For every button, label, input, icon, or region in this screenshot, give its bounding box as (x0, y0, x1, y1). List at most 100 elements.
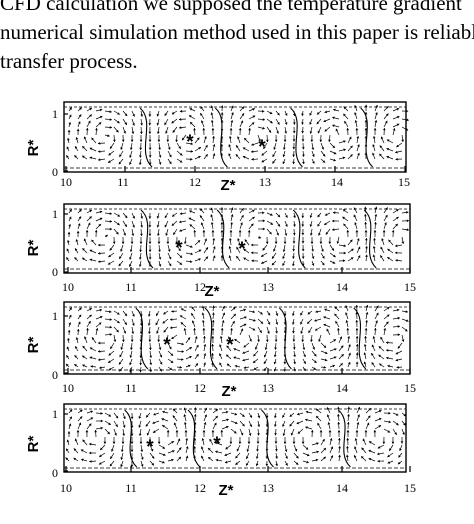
velocity-arrowhead (395, 251, 398, 255)
velocity-arrowhead (312, 154, 315, 157)
velocity-arrowhead (193, 446, 197, 449)
velocity-arrowhead (365, 312, 369, 315)
velocity-arrowhead (171, 310, 174, 313)
velocity-arrowhead (179, 118, 182, 121)
velocity-arrowhead (379, 363, 382, 366)
velocity-arrowhead (301, 147, 305, 150)
velocity-arrowhead (89, 308, 92, 311)
velocity-arrowhead (121, 139, 125, 142)
velocity-arrowhead (262, 227, 265, 231)
velocity-arrowhead (179, 212, 183, 215)
velocity-arrowhead (405, 128, 409, 131)
velocity-arrowhead (244, 239, 248, 242)
velocity-arrowhead (396, 308, 400, 312)
velocity-arrowhead (108, 254, 111, 258)
velocity-arrowhead (272, 160, 275, 164)
velocity-arrowhead (240, 432, 244, 436)
velocity-arrowhead (200, 208, 203, 212)
velocity-arrowhead (120, 249, 123, 252)
velocity-arrowhead (138, 416, 142, 419)
velocity-arrowhead (171, 120, 175, 124)
velocity-arrowhead (337, 438, 341, 441)
x-tick-label: 10 (60, 175, 72, 189)
velocity-arrowhead (229, 441, 233, 444)
velocity-arrowhead (292, 322, 295, 325)
velocity-arrowhead (263, 354, 267, 358)
velocity-arrowhead (140, 225, 143, 228)
velocity-arrowhead (148, 241, 152, 244)
velocity-arrowhead (85, 230, 89, 233)
velocity-arrowhead (300, 312, 303, 316)
velocity-arrowhead (255, 456, 259, 459)
velocity-arrowhead (100, 412, 103, 415)
velocity-arrowhead (333, 356, 337, 359)
velocity-arrowhead (230, 214, 234, 217)
velocity-arrowhead (191, 320, 195, 324)
velocity-arrowhead (211, 128, 215, 131)
velocity-arrowhead (380, 336, 383, 340)
velocity-arrowhead (86, 328, 89, 331)
velocity-arrowhead (242, 155, 246, 159)
y-tick-label: 0 (52, 265, 58, 279)
velocity-arrowhead (325, 351, 328, 355)
velocity-arrowhead (337, 414, 340, 417)
velocity-arrowhead (183, 414, 187, 417)
velocity-arrowhead (242, 351, 245, 354)
velocity-arrowhead (118, 161, 122, 165)
velocity-arrowhead (342, 216, 345, 220)
velocity-arrowhead (301, 224, 305, 227)
x-axis-label: Z* (219, 482, 234, 499)
velocity-arrowhead (171, 336, 174, 339)
velocity-arrowhead (387, 461, 391, 464)
velocity-arrowhead (328, 139, 331, 142)
velocity-arrowhead (145, 424, 149, 427)
velocity-arrowhead (333, 158, 336, 162)
vector-field (65, 406, 407, 468)
velocity-arrowhead (347, 414, 350, 417)
velocity-arrowhead (122, 433, 126, 436)
velocity-arrowhead (130, 339, 134, 342)
velocity-arrowhead (121, 241, 125, 244)
velocity-arrowhead (120, 464, 123, 467)
velocity-arrowhead (179, 365, 182, 369)
velocity-arrowhead (225, 446, 229, 450)
velocity-arrowhead (66, 155, 69, 158)
velocity-arrowhead (168, 256, 172, 260)
velocity-arrowhead (267, 322, 271, 325)
velocity-arrowhead (219, 353, 222, 356)
velocity-arrowhead (178, 456, 181, 460)
velocity-arrowhead (89, 147, 93, 151)
velocity-arrowhead (89, 209, 92, 213)
velocity-arrowhead (391, 230, 395, 233)
velocity-arrowhead (376, 312, 379, 316)
separatrix-line (187, 409, 201, 468)
velocity-arrowhead (112, 441, 116, 444)
velocity-arrowhead (189, 224, 193, 227)
velocity-arrowhead (309, 131, 313, 134)
velocity-arrowhead (251, 143, 254, 146)
velocity-arrowhead (364, 104, 368, 107)
velocity-arrowhead (357, 152, 360, 156)
velocity-arrowhead (123, 416, 126, 419)
velocity-arrowhead (170, 326, 173, 330)
velocity-arrowhead (149, 347, 152, 350)
velocity-arrowhead (139, 139, 143, 142)
velocity-arrowhead (79, 307, 82, 311)
separatrix-line (290, 107, 303, 168)
velocity-arrowhead (355, 320, 359, 323)
x-tick-label: 10 (60, 481, 72, 495)
body-text-line-1: CFD calculation we supposed the temperat… (0, 0, 462, 15)
x-tick-label: 14 (336, 381, 348, 395)
velocity-arrowhead (343, 251, 346, 255)
velocity-arrowhead (244, 316, 247, 319)
velocity-arrowhead (325, 232, 329, 235)
velocity-arrowhead (275, 463, 278, 466)
velocity-arrowhead (117, 214, 120, 217)
velocity-arrowhead (284, 122, 288, 125)
velocity-arrowhead (301, 249, 305, 252)
velocity-arrowhead (242, 147, 246, 150)
velocity-arrowhead (246, 463, 249, 466)
velocity-arrowhead (396, 365, 399, 369)
velocity-arrowhead (316, 442, 319, 445)
velocity-arrowhead (195, 363, 198, 366)
